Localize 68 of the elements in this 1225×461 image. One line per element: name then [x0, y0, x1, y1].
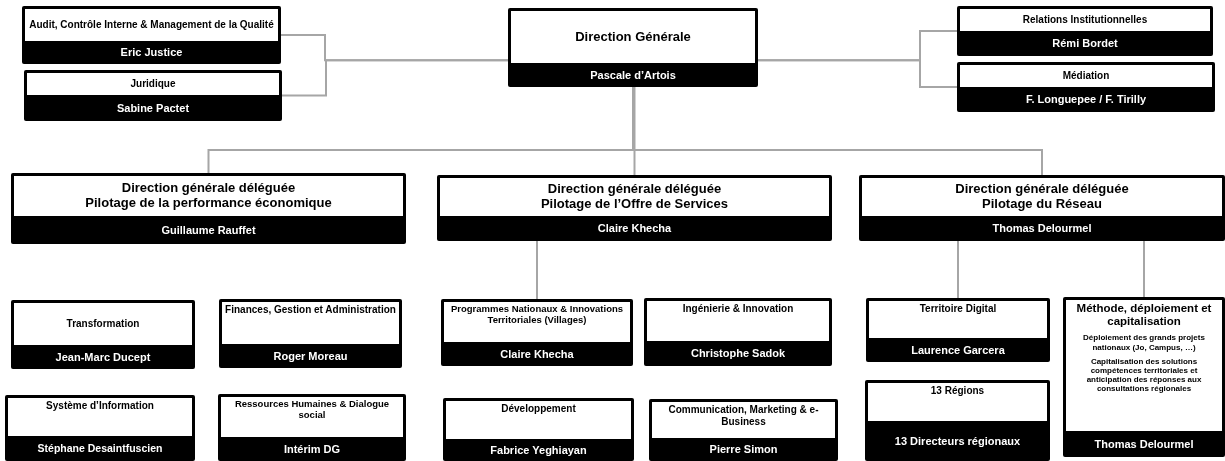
unit-title: Finances, Gestion et Administration — [225, 304, 396, 316]
org-unit-box — [5, 395, 195, 461]
unit-title: Développement — [501, 403, 576, 415]
connector-line — [957, 240, 959, 299]
person-name: Pierre Simon — [708, 442, 779, 458]
org-unit-box — [443, 398, 634, 461]
connector-line — [281, 59, 509, 97]
person-name: F. Longuepee / F. Tirilly — [1024, 92, 1148, 108]
person-name: Jean-Marc Ducept — [54, 349, 152, 365]
person-name: Roger Moreau — [272, 348, 349, 364]
unit-title: Relations Institutionnelles — [1022, 14, 1148, 26]
org-unit-box — [957, 6, 1213, 56]
org-unit-box — [22, 6, 281, 64]
person-name: Thomas Delourmel — [1093, 436, 1195, 452]
org-unit-box — [957, 62, 1215, 112]
person-name: Eric Justice — [119, 45, 184, 61]
connector-line — [536, 240, 538, 300]
person-name: Thomas Delourmel — [991, 221, 1093, 237]
person-name: 13 Directeurs régionaux — [893, 433, 1022, 449]
org-unit-box — [437, 175, 832, 241]
unit-title: Ressources Humaines & Dialogue social — [233, 399, 391, 421]
unit-title: Pilotage de l’Offre de Services — [540, 197, 729, 212]
org-unit-box — [649, 399, 838, 461]
org-unit-box — [11, 300, 195, 369]
unit-title: Territoire Digital — [919, 303, 997, 315]
unit-title: 13 Régions — [930, 385, 985, 397]
org-unit-box — [218, 394, 406, 461]
unit-title: Transformation — [66, 318, 140, 330]
unit-title: Pilotage de la performance économique — [85, 196, 332, 211]
unit-title: Système d’Information — [46, 400, 154, 412]
person-name: Intérim DG — [282, 441, 342, 457]
unit-title: Médiation — [1062, 70, 1110, 82]
person-name: Fabrice Yeghiayan — [489, 442, 588, 458]
org-unit-box — [508, 8, 758, 87]
person-name: Rémi Bordet — [1051, 36, 1119, 52]
connector-line — [1143, 240, 1145, 298]
unit-title: Programmes Nationaux & Innovations Territoriales (Villages) — [449, 304, 625, 326]
person-name: Pascale d’Artois — [589, 67, 677, 83]
unit-title: Direction générale déléguée — [121, 181, 296, 196]
unit-title: Juridique — [130, 78, 176, 90]
unit-title: Direction générale déléguée — [955, 182, 1129, 197]
person-name: Sabine Pactet — [115, 100, 191, 116]
person-name: Stéphane Desaintfuscien — [36, 441, 164, 457]
connector-line — [757, 59, 958, 88]
description-text: Déploiement des grands projets nationaux (Jo, Campus, …) — [1082, 333, 1206, 352]
unit-title: Ingénierie & Innovation — [682, 303, 794, 315]
description-text: Capitalisation des solutions compétences territoriales et anticipation des réponses aux consultations régionales — [1085, 356, 1203, 394]
person-name: Claire Khecha — [596, 221, 673, 237]
unit-title: Communication, Marketing & e-Business — [667, 404, 820, 427]
unit-title: Direction générale déléguée — [547, 182, 722, 197]
person-name: Christophe Sadok — [689, 346, 787, 362]
unit-title: Pilotage du Réseau — [982, 197, 1102, 212]
org-unit-box — [865, 380, 1050, 461]
org-unit-box — [11, 173, 406, 244]
person-name: Guillaume Rauffet — [160, 222, 257, 238]
unit-title: Audit, Contrôle Interne & Management de la Qualité — [29, 19, 274, 31]
org-unit-box — [644, 298, 832, 366]
org-unit-box — [1063, 297, 1225, 457]
unit-title: Direction Générale — [575, 29, 691, 45]
org-unit-box — [24, 70, 282, 121]
org-unit-box — [441, 299, 633, 366]
org-unit-box — [219, 299, 402, 368]
person-name: Laurence Garcera — [910, 342, 1006, 358]
org-unit-box — [866, 298, 1050, 362]
unit-title: Méthode, déploiement et capitalisation — [1075, 302, 1213, 329]
connector-line — [633, 86, 636, 176]
person-name: Claire Khecha — [499, 346, 575, 362]
org-unit-box — [859, 175, 1225, 241]
